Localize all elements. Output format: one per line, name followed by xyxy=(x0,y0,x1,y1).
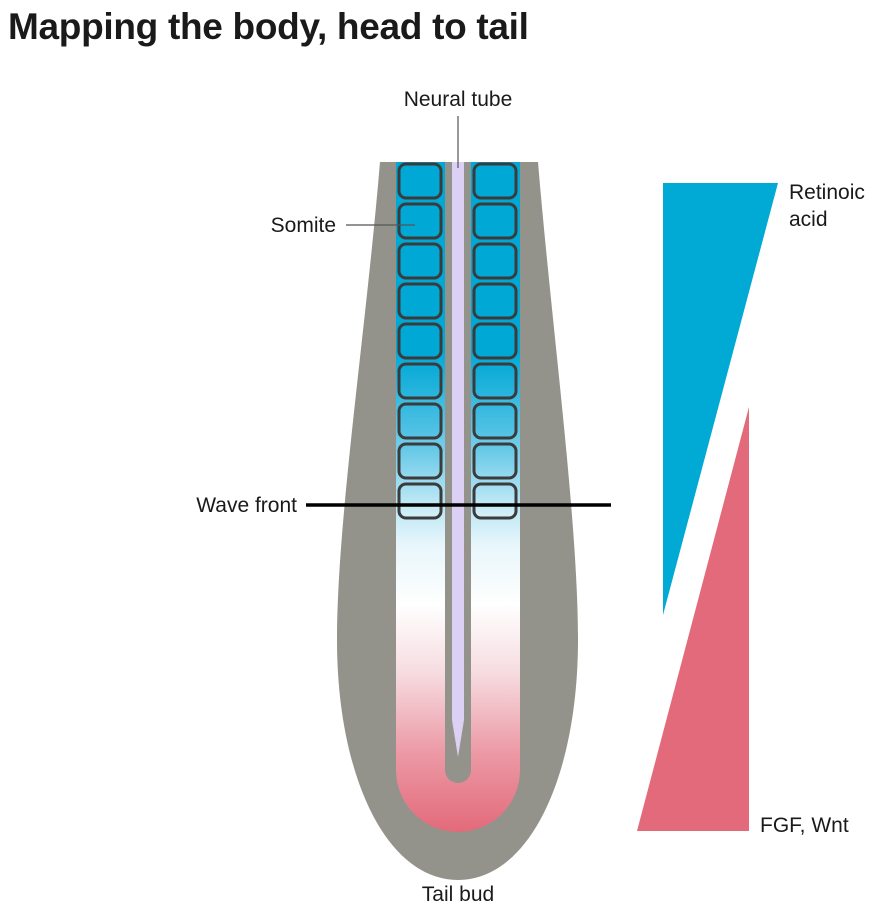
page-title: Mapping the body, head to tail xyxy=(8,6,529,47)
somite-block xyxy=(472,282,518,320)
somite-block xyxy=(472,242,518,280)
somite-block xyxy=(397,162,443,200)
somite-block xyxy=(397,482,443,520)
somite-block xyxy=(472,162,518,200)
somite-block xyxy=(472,402,518,440)
somite-block xyxy=(397,362,443,400)
wave-front-label: Wave front xyxy=(196,494,297,517)
neural-tube-label: Neural tube xyxy=(404,88,513,111)
somite-block xyxy=(472,482,518,520)
neural-tube xyxy=(452,162,464,757)
fgf-wnt-gradient xyxy=(637,407,749,831)
somite-column-right xyxy=(472,162,518,520)
somite-block xyxy=(397,322,443,360)
tail-bud-label: Tail bud xyxy=(422,883,494,906)
somite-block xyxy=(397,442,443,480)
somite-block xyxy=(397,242,443,280)
somite-block xyxy=(397,402,443,440)
somite-block xyxy=(397,282,443,320)
somite-block xyxy=(472,322,518,360)
retinoic-acid-label-line1: Retinoic xyxy=(789,181,865,204)
somite-block xyxy=(472,202,518,240)
somite-block xyxy=(472,362,518,400)
fgf-wnt-label: FGF, Wnt xyxy=(760,814,849,837)
retinoic-acid-label-line2: acid xyxy=(789,208,828,231)
somite-column-left xyxy=(397,162,443,520)
somite-block xyxy=(472,442,518,480)
retinoic-acid-gradient xyxy=(663,183,778,615)
somite-label: Somite xyxy=(271,214,336,237)
somite-block xyxy=(397,202,443,240)
